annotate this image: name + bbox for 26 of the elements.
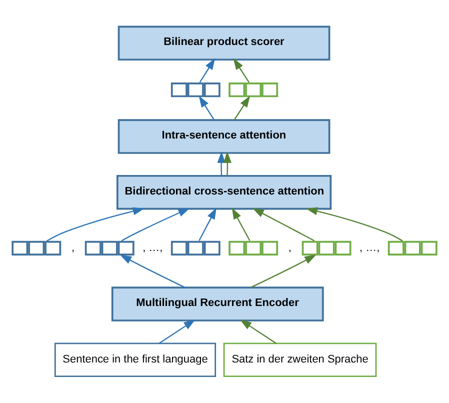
label: , bbox=[288, 242, 292, 254]
arrow bbox=[198, 208, 216, 241]
arrow bbox=[250, 254, 316, 288]
arrow bbox=[234, 96, 250, 120]
node-box: Bilinear product scorer bbox=[118, 26, 330, 61]
arrow bbox=[121, 208, 190, 242]
arrow bbox=[232, 208, 250, 241]
label: , …, bbox=[360, 242, 380, 254]
arrow bbox=[46, 207, 144, 242]
arrow bbox=[217, 151, 226, 176]
arrow bbox=[198, 96, 215, 120]
arrow bbox=[240, 320, 277, 344]
arrow bbox=[199, 58, 216, 83]
arrow bbox=[252, 208, 315, 242]
node-box: Intra-sentence attention bbox=[118, 119, 330, 154]
node-box: Bidirectional cross-sentence attention bbox=[116, 174, 332, 210]
label: , bbox=[71, 242, 75, 254]
node-box: Multilingual Recurrent Encoder bbox=[111, 286, 324, 322]
arrow bbox=[158, 320, 196, 344]
arrow bbox=[223, 151, 232, 176]
node-box: Sentence in the first language bbox=[54, 342, 216, 378]
arrow bbox=[306, 207, 403, 242]
arrow bbox=[120, 254, 186, 288]
node-box: Satz in der zweiten Sprache bbox=[223, 342, 377, 378]
arrow bbox=[233, 58, 250, 83]
label: , …, bbox=[142, 242, 163, 254]
